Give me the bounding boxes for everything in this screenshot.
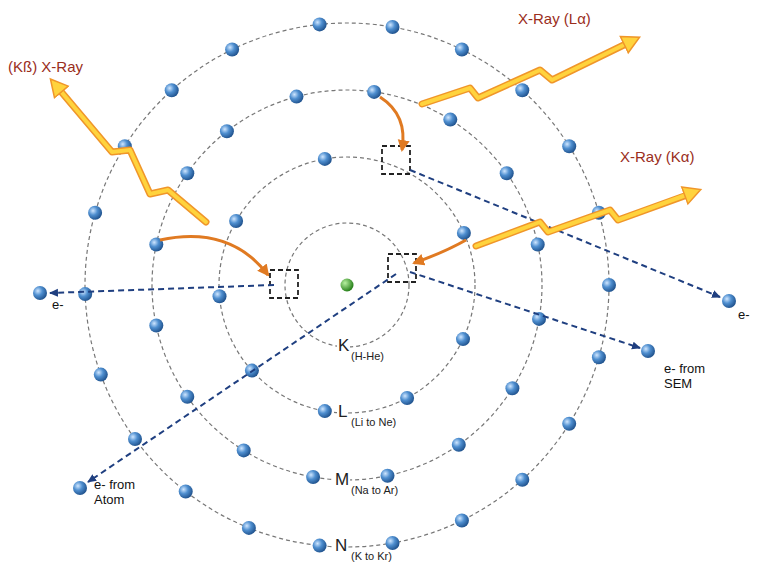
- shell-range: (Na to Ar): [350, 484, 399, 497]
- shell-range: (H-He): [350, 350, 385, 363]
- electron: [531, 238, 545, 252]
- electron-label: e-: [52, 298, 64, 313]
- electron: [290, 90, 304, 104]
- electron: [229, 214, 243, 228]
- ejected-electron-paths: [50, 170, 720, 482]
- electron: [515, 83, 529, 97]
- electron: [443, 113, 457, 127]
- shell-range: (K to Kr): [350, 550, 393, 563]
- electron: [515, 473, 529, 487]
- electron: [94, 368, 108, 382]
- shell-orbits: [85, 23, 609, 547]
- electron: [180, 390, 194, 404]
- electron: [455, 43, 469, 57]
- electron: [386, 20, 400, 34]
- electron: [452, 438, 466, 452]
- electron: [562, 139, 576, 153]
- electrons: [78, 17, 616, 552]
- shell-range: (Li to Ne): [350, 416, 397, 429]
- electron: [400, 391, 414, 405]
- ejected-electrons: [33, 286, 736, 495]
- electron: [381, 469, 395, 483]
- electron: [455, 514, 469, 528]
- nucleus: [341, 279, 354, 292]
- electron: [149, 319, 163, 333]
- electron: [313, 539, 327, 553]
- electron: [457, 226, 471, 240]
- x-ray-label: (Kß) X-Ray: [8, 58, 83, 75]
- electron: [306, 470, 320, 484]
- electron: [505, 381, 519, 395]
- electron: [165, 83, 179, 97]
- electron: [88, 206, 102, 220]
- electron: [318, 152, 332, 166]
- electron: [386, 536, 400, 550]
- electron: [602, 278, 616, 292]
- shell-letter: M: [334, 470, 350, 490]
- x-ray-label: X-Ray (Lα): [518, 10, 591, 27]
- electron-label: e- from SEM: [664, 362, 730, 392]
- x-ray-rays: [53, 39, 697, 246]
- electron: [220, 124, 234, 138]
- electron: [78, 287, 92, 301]
- electron: [562, 417, 576, 431]
- electron: [313, 17, 327, 31]
- electron: [128, 432, 142, 446]
- shell-letter: L: [337, 402, 348, 422]
- electron: [179, 485, 193, 499]
- electron: [367, 85, 381, 99]
- shell-letter: N: [334, 536, 348, 556]
- electron: [237, 443, 251, 457]
- shell-letter: K: [337, 336, 350, 356]
- electron: [180, 166, 194, 180]
- electron: [225, 43, 239, 57]
- electron: [213, 289, 227, 303]
- transition-arrows: [160, 97, 466, 275]
- electron-label: e-: [738, 308, 750, 323]
- electron: [456, 332, 470, 346]
- electron: [318, 404, 332, 418]
- electron: [500, 166, 514, 180]
- electron: [242, 521, 256, 535]
- x-ray-label: X-Ray (Kα): [620, 148, 695, 165]
- electron: [592, 350, 606, 364]
- electron-label: e- from Atom: [94, 478, 166, 508]
